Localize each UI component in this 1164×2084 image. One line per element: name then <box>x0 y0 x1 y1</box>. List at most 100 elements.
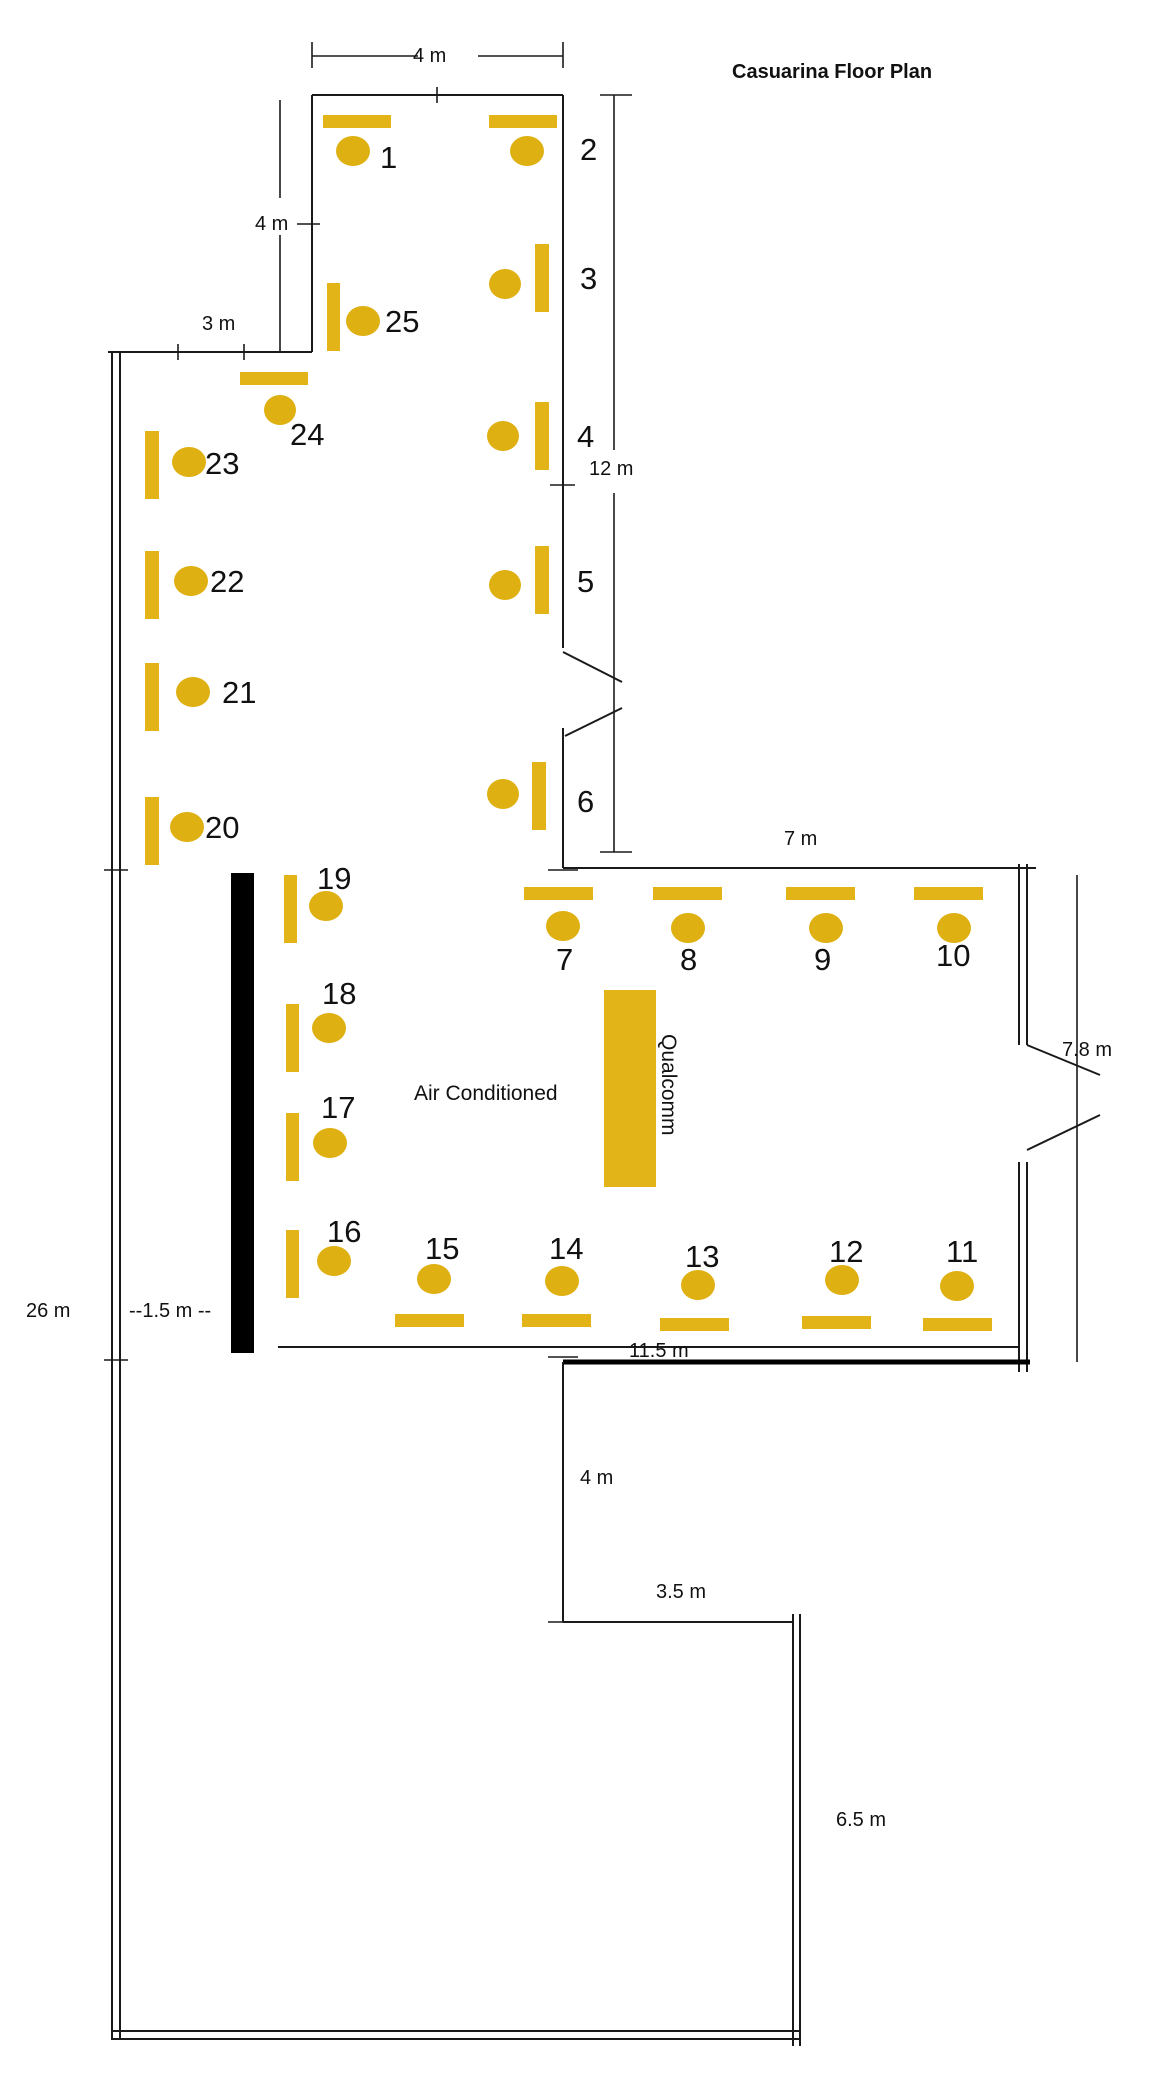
seat <box>317 1246 351 1276</box>
seat-number: 25 <box>385 304 419 339</box>
desk <box>286 1113 299 1181</box>
seat <box>487 779 519 809</box>
seat-number: 1 <box>380 140 397 175</box>
workstation: 7 <box>524 887 593 977</box>
door-leaf-lower <box>564 707 623 737</box>
seat <box>546 911 580 941</box>
desk <box>524 887 593 900</box>
workstation: 15 <box>395 1231 464 1327</box>
plan-title: Casuarina Floor Plan <box>732 61 932 83</box>
seat <box>313 1128 347 1158</box>
seat-number: 15 <box>425 1231 459 1266</box>
seat <box>264 395 296 425</box>
desk <box>532 762 546 830</box>
workstation: 10 <box>914 887 983 973</box>
seat <box>172 447 206 477</box>
seat-number: 13 <box>685 1239 719 1274</box>
workstation: 18 <box>286 976 356 1072</box>
qualcomm-table <box>604 990 656 1187</box>
seat-number: 17 <box>321 1090 355 1125</box>
seat <box>489 269 521 299</box>
workstation: 8 <box>653 887 722 977</box>
desk <box>535 402 549 470</box>
partition-wall <box>231 873 254 1353</box>
desk <box>923 1318 992 1331</box>
workstation: 16 <box>286 1214 361 1298</box>
seat-number: 6 <box>577 784 594 819</box>
desk <box>323 115 391 128</box>
seat <box>487 421 519 451</box>
desk <box>395 1314 464 1327</box>
seat-number: 5 <box>577 564 594 599</box>
seat-number: 14 <box>549 1231 583 1266</box>
desk <box>489 115 557 128</box>
desk <box>284 875 297 943</box>
seat-number: 9 <box>814 942 831 977</box>
seat <box>174 566 208 596</box>
dimension-lines <box>104 42 1078 1623</box>
desk <box>145 551 159 619</box>
seat-number: 24 <box>290 417 324 452</box>
dim-room-top-width: 7 m <box>784 828 817 850</box>
workstation: 23 <box>145 431 239 499</box>
desk <box>535 244 549 312</box>
desk <box>653 887 722 900</box>
workstation: 6 <box>487 762 594 830</box>
door-leaf-upper <box>562 651 623 683</box>
workstation: 1 <box>323 115 397 175</box>
seat <box>671 913 705 943</box>
seat-number: 23 <box>205 446 239 481</box>
workstation: 19 <box>284 861 351 943</box>
workstation: 25 <box>327 283 419 351</box>
seat <box>809 913 843 943</box>
seat <box>937 913 971 943</box>
qualcomm-label: Qualcomm <box>657 1034 680 1136</box>
seat-number: 3 <box>580 261 597 296</box>
workstation: 17 <box>286 1090 355 1181</box>
dim-room-height: 7.8 m <box>1062 1039 1112 1061</box>
seat <box>170 812 204 842</box>
desk <box>286 1230 299 1298</box>
dim-lower-step-width: 3.5 m <box>656 1581 706 1603</box>
workstation: 20 <box>145 797 239 865</box>
workstation: 12 <box>802 1234 871 1329</box>
room-label-air-conditioned: Air Conditioned <box>414 1082 558 1105</box>
seat <box>510 136 544 166</box>
dim-right-height: 12 m <box>589 458 633 480</box>
workstation: 5 <box>489 546 594 614</box>
desk <box>535 546 549 614</box>
seat-number: 19 <box>317 861 351 896</box>
desk <box>660 1318 729 1331</box>
seat-number: 18 <box>322 976 356 1011</box>
workstation: 13 <box>660 1239 729 1331</box>
dim-upper-notch-height: 4 m <box>255 213 288 235</box>
seat-number: 21 <box>222 675 256 710</box>
seat <box>940 1271 974 1301</box>
seat <box>489 570 521 600</box>
seat-number: 16 <box>327 1214 361 1249</box>
seat <box>312 1013 346 1043</box>
desk <box>786 887 855 900</box>
seat <box>336 136 370 166</box>
seat-number: 10 <box>936 938 970 973</box>
workstation: 4 <box>487 402 594 470</box>
desk <box>145 797 159 865</box>
seat-number: 4 <box>577 419 594 454</box>
desk <box>914 887 983 900</box>
desk <box>240 372 308 385</box>
seat-number: 11 <box>946 1234 978 1269</box>
desk <box>145 431 159 499</box>
workstation: 11 <box>923 1234 992 1331</box>
workstation: 24 <box>240 372 324 452</box>
seat-number: 2 <box>580 132 597 167</box>
workstation: 9 <box>786 887 855 977</box>
seat-number: 7 <box>556 942 573 977</box>
workstation: 2 <box>489 115 597 167</box>
seat-number: 20 <box>205 810 239 845</box>
desk <box>286 1004 299 1072</box>
dim-total-height: 26 m <box>26 1300 70 1322</box>
seat <box>545 1266 579 1296</box>
desk <box>522 1314 591 1327</box>
